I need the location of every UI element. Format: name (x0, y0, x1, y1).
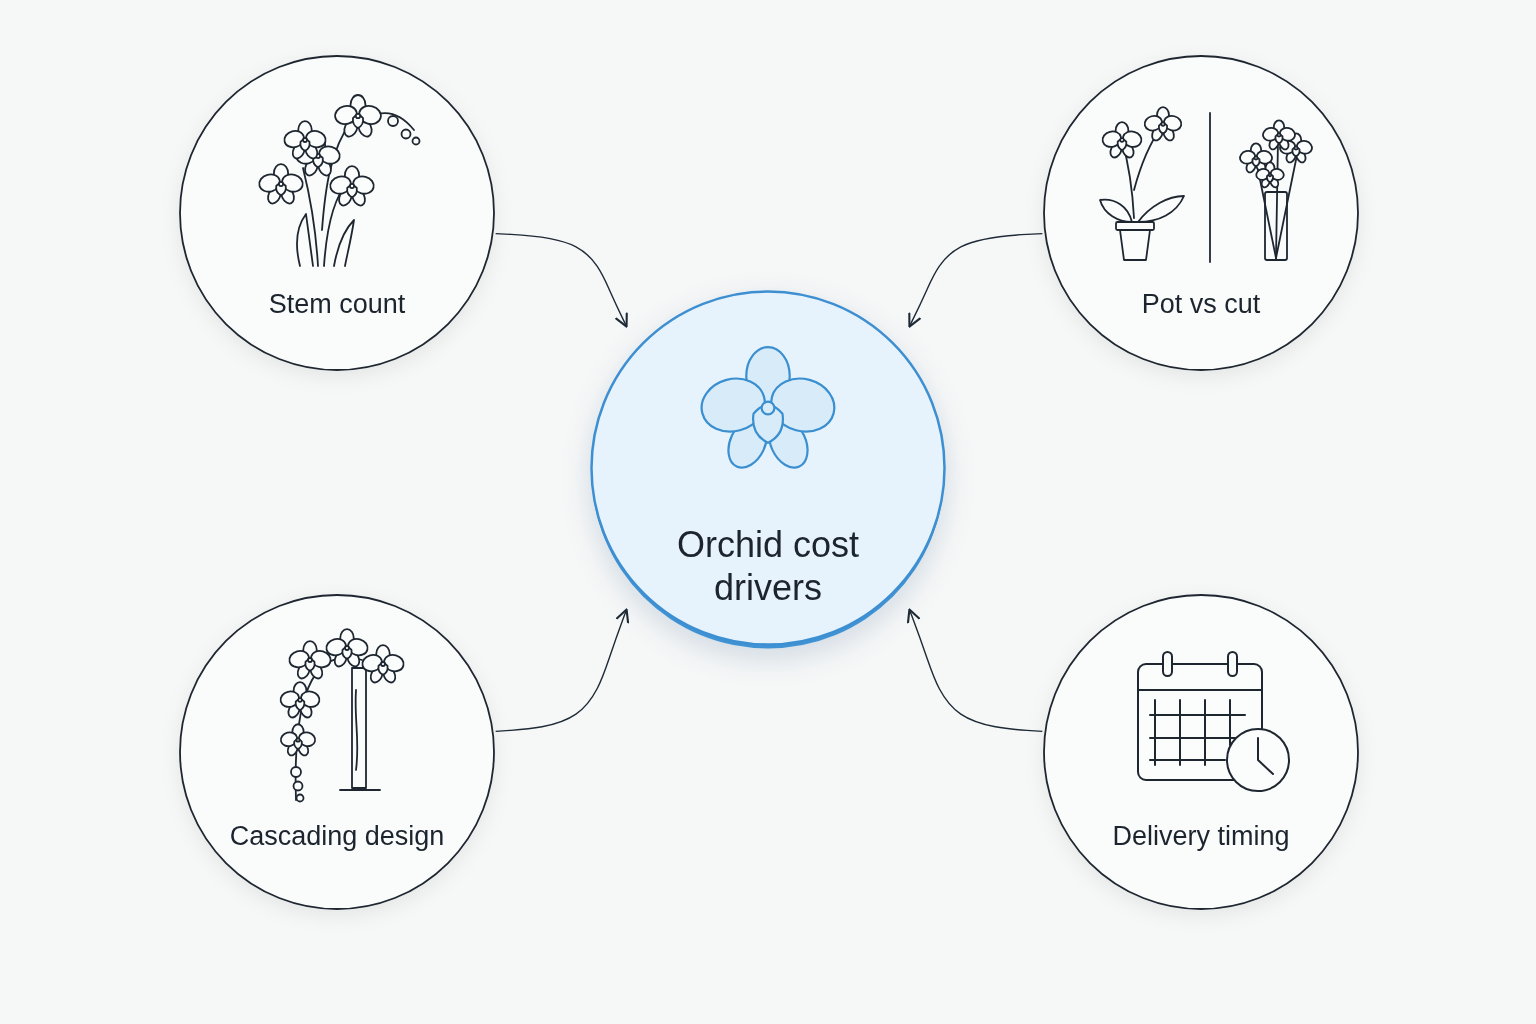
hub-orchid-icon (696, 347, 841, 474)
orchid-flower (333, 95, 383, 139)
pot (1120, 230, 1150, 260)
connector-arrow (496, 609, 627, 731)
orchid-flower (325, 629, 370, 668)
orchid-flower (1101, 122, 1143, 159)
orchid-flower (328, 166, 375, 208)
hub-face (592, 292, 945, 645)
bud (297, 795, 304, 802)
orchid-flower (257, 164, 304, 206)
stem (296, 658, 362, 800)
stem (324, 182, 348, 266)
stem (1122, 140, 1134, 218)
stem-count-icon (257, 95, 419, 266)
orchid-flower (361, 645, 406, 684)
orchid-flower (1143, 107, 1183, 142)
pot-rim (1116, 222, 1154, 230)
calendar-body (1138, 664, 1262, 780)
pot-vs-cut-icon (1100, 107, 1313, 262)
bud (291, 767, 301, 777)
clock-hands (1258, 738, 1273, 774)
root (356, 690, 358, 770)
stand (352, 668, 366, 788)
orchid-flower (1279, 133, 1314, 164)
vase (1265, 192, 1287, 260)
calendar-header (1138, 689, 1262, 691)
stand-base (340, 789, 380, 791)
label-wrap: Orchid cost drivers (590, 523, 946, 609)
orchid-flower (1262, 120, 1297, 151)
stem (1276, 150, 1298, 258)
stem (303, 168, 318, 266)
leaf (1138, 196, 1184, 222)
driver-label: Cascading design (230, 819, 445, 853)
delivery-timing-icon (1138, 652, 1289, 791)
connector-arrow (909, 234, 1042, 327)
driver-label: Pot vs cut (1142, 287, 1261, 321)
driver-label: Delivery timing (1112, 819, 1289, 853)
orchid-flower (279, 724, 316, 757)
orchid-flower (279, 682, 321, 719)
driver-circle: Stem count (179, 55, 495, 371)
clock-face (1227, 729, 1289, 791)
cascading-design-icon (279, 629, 406, 801)
orchid-flower (294, 136, 341, 178)
orchid-flower (696, 347, 841, 474)
leaf (1100, 200, 1132, 222)
calendar-grid (1150, 700, 1245, 765)
divider-line (1209, 113, 1211, 262)
driver-face (180, 595, 494, 909)
orchid-flower (1255, 162, 1285, 188)
orchid-flower (283, 121, 328, 160)
connector-arrow (909, 609, 1042, 731)
label-wrap: Cascading design (179, 819, 495, 853)
circle-outline (179, 594, 495, 910)
circle-outline (179, 55, 495, 371)
connector-arrow (496, 234, 627, 327)
leaf (334, 220, 354, 266)
label-wrap: Delivery timing (1043, 819, 1359, 853)
stem (322, 120, 352, 230)
hub-title: Orchid cost drivers (658, 523, 878, 609)
driver-circle: Cascading design (179, 594, 495, 910)
circle-outline (1043, 594, 1359, 910)
bud (413, 138, 420, 145)
orchid-flower (1239, 143, 1274, 174)
stem (1134, 126, 1162, 190)
stem (1276, 140, 1278, 258)
driver-face (1044, 595, 1358, 909)
label-wrap: Pot vs cut (1043, 287, 1359, 321)
driver-label: Stem count (269, 287, 406, 321)
bud (402, 130, 411, 139)
bud (294, 782, 303, 791)
orchid-flower (288, 641, 333, 680)
calendar-ring (1163, 652, 1172, 676)
circle-outline (1043, 55, 1359, 371)
driver-circle: Delivery timing (1043, 594, 1359, 910)
leaf (297, 214, 313, 266)
driver-face (180, 56, 494, 370)
calendar-ring (1228, 652, 1237, 676)
stem (1256, 160, 1276, 258)
driver-face (1044, 56, 1358, 370)
driver-circle: Pot vs cut (1043, 55, 1359, 371)
bud-stem (368, 113, 414, 130)
label-wrap: Stem count (179, 287, 495, 321)
hub-circle: Orchid cost drivers (590, 290, 946, 646)
bud (388, 116, 398, 126)
